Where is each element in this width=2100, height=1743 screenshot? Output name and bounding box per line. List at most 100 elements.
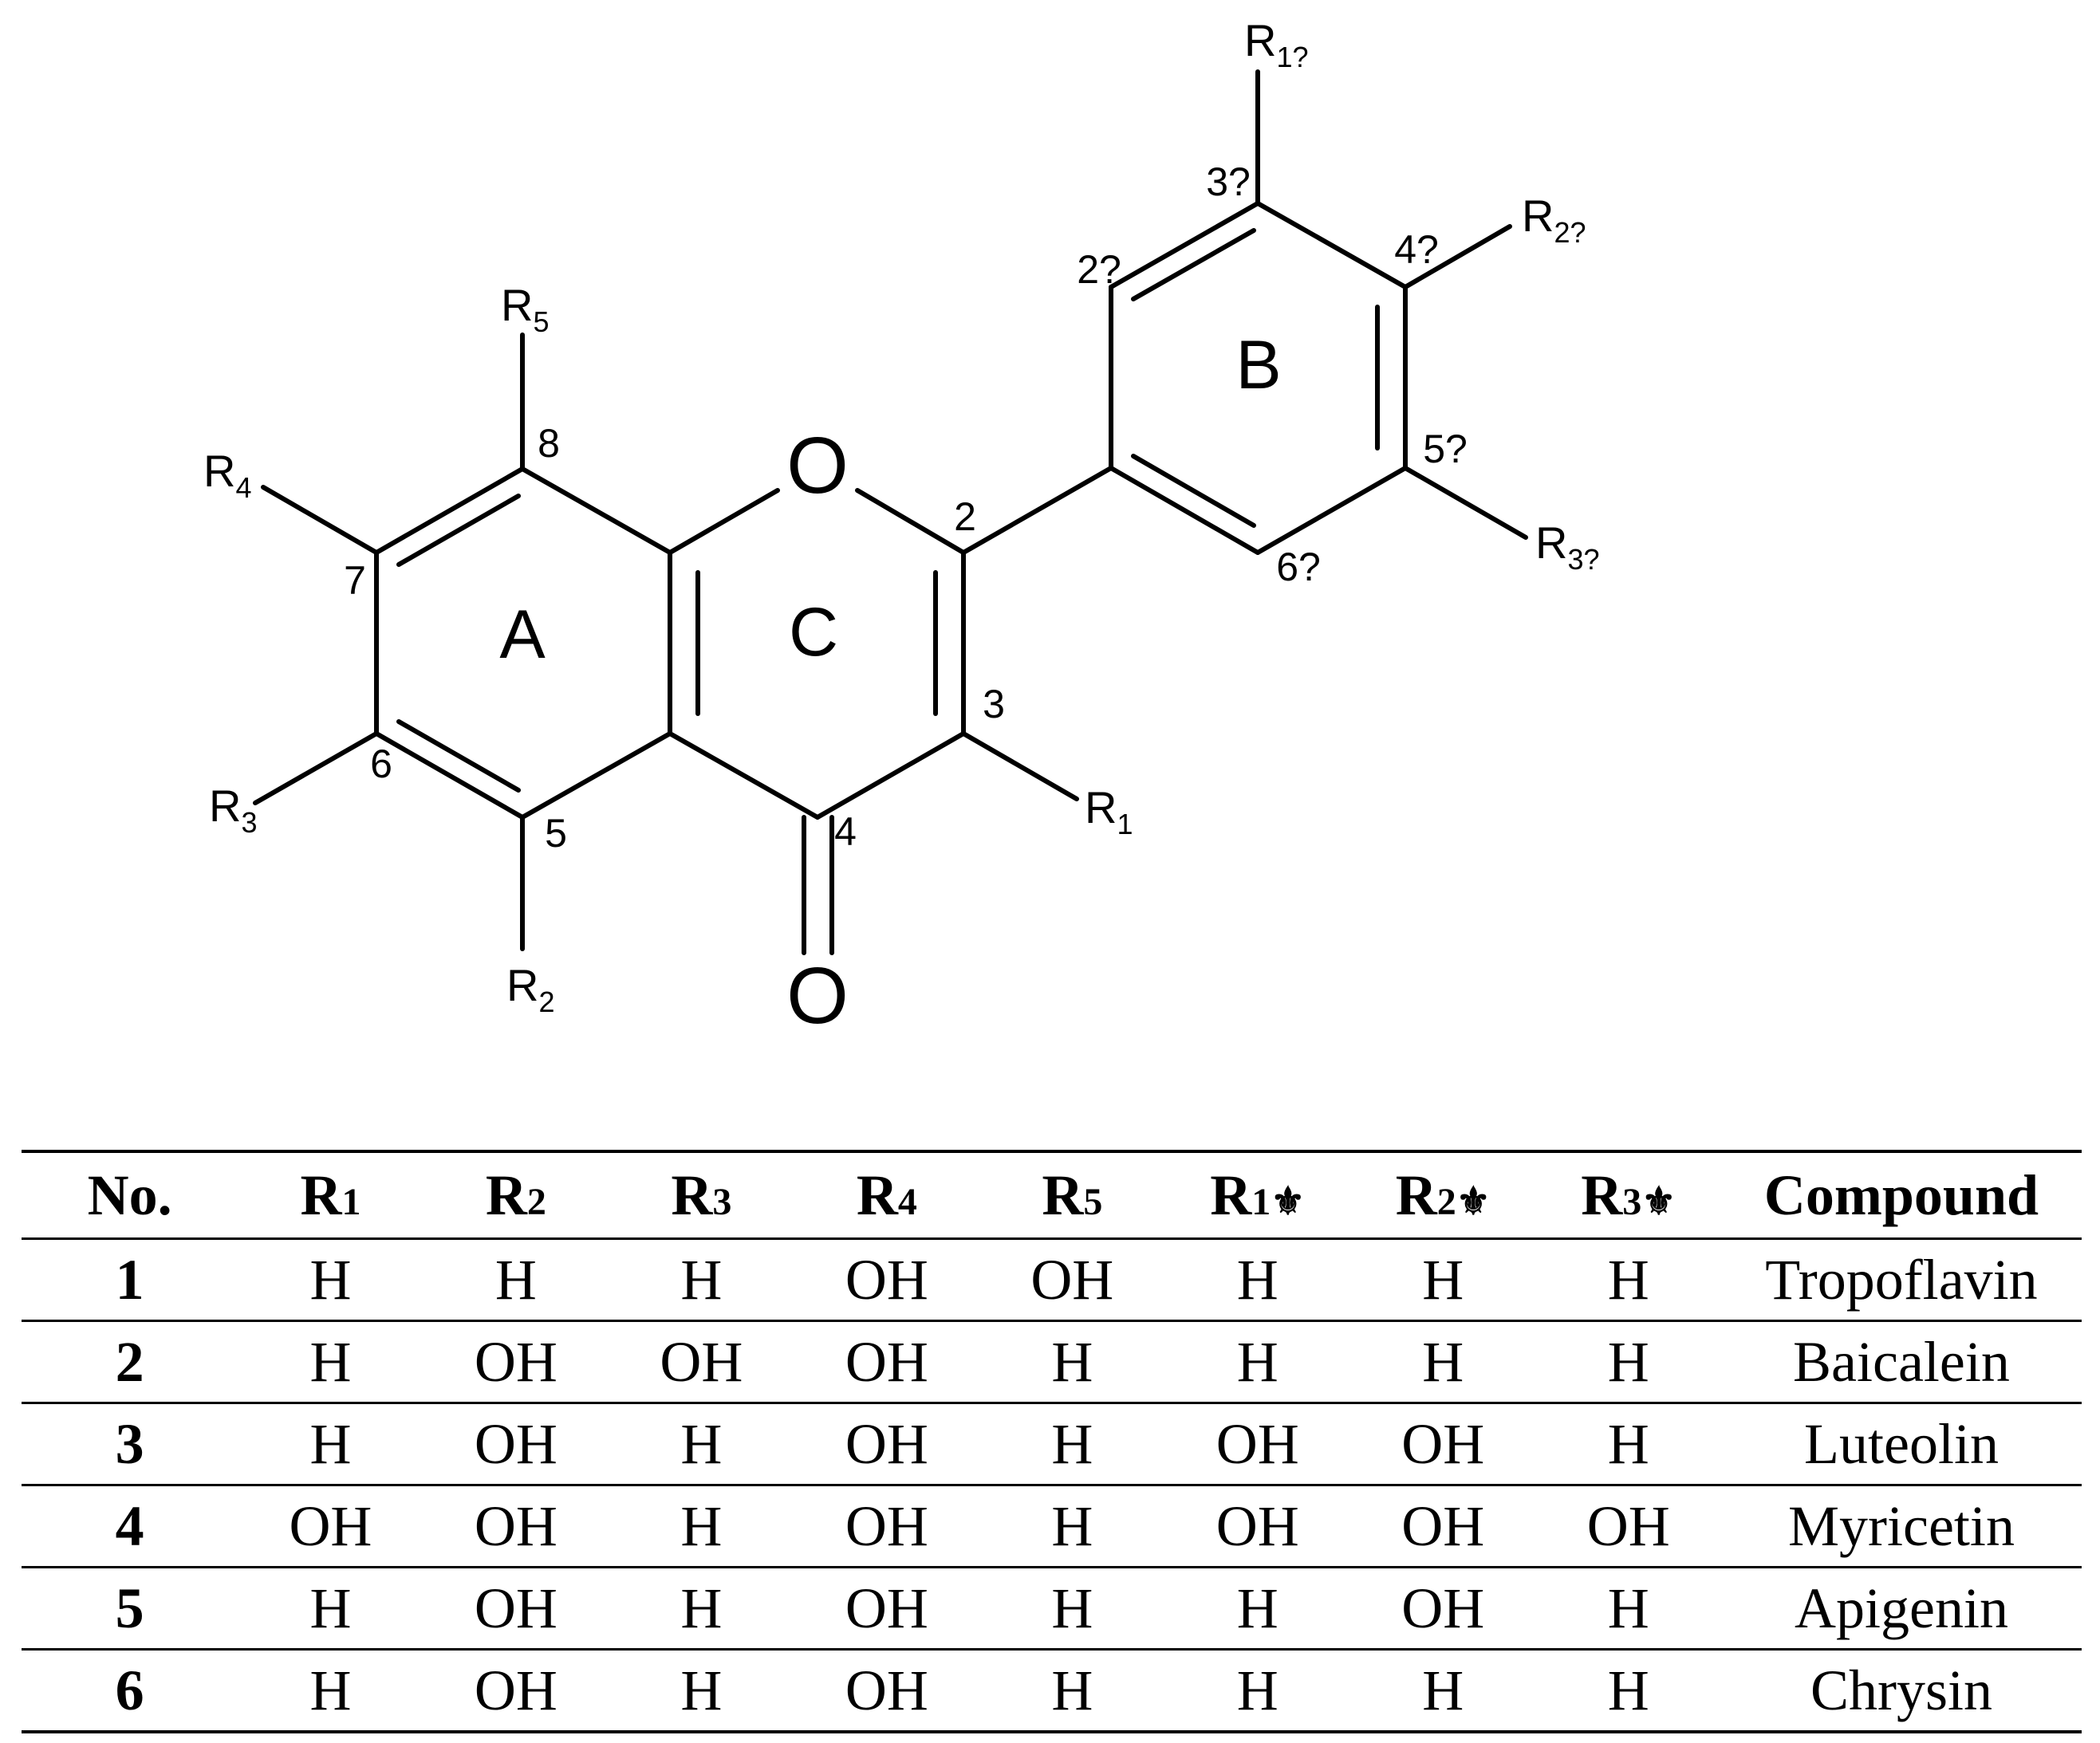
header-compound: Compound	[1763, 1163, 2039, 1227]
position-2p: 2?	[1077, 247, 1121, 292]
bond-3-R1	[961, 731, 1079, 801]
header-r4: R4	[856, 1163, 917, 1227]
bond-4-4a	[668, 731, 820, 820]
cell-compound: Myricetin	[1788, 1493, 2015, 1558]
bond-3p-4p	[1255, 201, 1408, 289]
bond-5p-6p	[1255, 466, 1408, 555]
bond-5p-R3p	[1403, 466, 1528, 540]
cell-r3: H	[680, 1658, 723, 1722]
cell-r1p: H	[1236, 1576, 1279, 1640]
header-r1: R1	[300, 1163, 361, 1227]
substituent-r1: R1	[1085, 782, 1133, 840]
cell-r3: H	[680, 1493, 723, 1558]
cell-r3: H	[680, 1247, 723, 1312]
cell-r4: OH	[845, 1411, 928, 1476]
bond-3-4	[815, 731, 966, 820]
cell-r5: H	[1051, 1493, 1093, 1558]
bond-6p-1p-inner	[1131, 454, 1256, 528]
ring-c-label: C	[789, 594, 838, 671]
compound-table: No. R1 R2 R3 R4 R5 R1⚜ R2⚜ R3⚜ Compound …	[22, 1150, 2082, 1733]
cell-r2: OH	[474, 1658, 558, 1722]
position-4p: 4?	[1394, 227, 1439, 272]
cell-r2: OH	[474, 1493, 558, 1558]
cell-r3: OH	[660, 1329, 743, 1394]
bond-5-4a	[520, 731, 672, 820]
cell-r4: OH	[845, 1576, 928, 1640]
cell-r2: OH	[474, 1411, 558, 1476]
cell-r4: OH	[845, 1329, 928, 1394]
cell-r1: H	[309, 1411, 352, 1476]
substituent-r2: R2	[506, 960, 554, 1018]
cell-r2p: H	[1422, 1247, 1464, 1312]
cell-r5: H	[1051, 1576, 1093, 1640]
bond-8-7-inner	[396, 494, 521, 567]
bond-2-1p	[961, 466, 1113, 555]
cell-r1: OH	[289, 1493, 372, 1558]
cell-r2: OH	[474, 1329, 558, 1394]
table-row: 5 H OH H OH H H OH H Apigenin	[22, 1568, 2082, 1650]
table-row: 3 H OH H OH H OH OH H Luteolin	[22, 1403, 2082, 1485]
cell-r1p: H	[1236, 1247, 1279, 1312]
header-r2: R2	[485, 1163, 546, 1227]
compound-table-container: No. R1 R2 R3 R4 R5 R1⚜ R2⚜ R3⚜ Compound …	[22, 1150, 2082, 1733]
header-r3p: R3⚜	[1581, 1163, 1676, 1227]
cell-r5: H	[1051, 1329, 1093, 1394]
position-4: 4	[834, 809, 857, 854]
cell-r3p: H	[1607, 1576, 1649, 1640]
position-3: 3	[983, 682, 1005, 726]
bond-4p-R2p	[1403, 224, 1512, 289]
position-3p: 3?	[1206, 159, 1251, 204]
cell-r1p: H	[1236, 1329, 1279, 1394]
cell-r1p: OH	[1215, 1411, 1299, 1476]
cell-r3p: H	[1607, 1329, 1649, 1394]
bond-2p-3p-inner	[1131, 228, 1256, 301]
position-2: 2	[954, 494, 976, 539]
cell-r3: H	[680, 1576, 723, 1640]
substituent-r2p: R2?	[1522, 191, 1586, 249]
substituent-labels: R5 R4 R3 R2 R1 R1? R2? R3?	[203, 15, 1600, 1018]
cell-r1: H	[309, 1658, 352, 1722]
header-r2p: R2⚜	[1395, 1163, 1491, 1227]
cell-r3p: H	[1607, 1247, 1649, 1312]
table-row: 1 H H H OH OH H H H Tropoflavin	[22, 1239, 2082, 1321]
cell-no: 2	[115, 1329, 144, 1394]
bond-7-R4	[261, 485, 379, 555]
cell-r1p: H	[1236, 1658, 1279, 1722]
table-row: 6 H OH H OH H H H H Chrysin	[22, 1650, 2082, 1732]
cell-r3p: H	[1607, 1411, 1649, 1476]
ring-a-label: A	[499, 596, 546, 673]
cell-compound: Apigenin	[1794, 1576, 2008, 1640]
flavone-structure-diagram: O O A C B 2 3 4 5 6 7 8 2? 3? 4? 5? 6? R…	[203, 15, 1600, 1041]
substituent-r3: R3	[209, 781, 257, 839]
cell-no: 5	[115, 1576, 144, 1640]
bond-8a-O1	[668, 488, 780, 555]
position-7: 7	[344, 558, 366, 603]
bond-2p-3p	[1109, 201, 1260, 289]
table-row: 2 H OH OH OH H H H H Baicalein	[22, 1321, 2082, 1403]
cell-r1: H	[309, 1247, 352, 1312]
cell-r2p: OH	[1401, 1411, 1485, 1476]
cell-r2p: H	[1422, 1329, 1464, 1394]
cell-no: 3	[115, 1411, 144, 1476]
cell-r4: OH	[845, 1493, 928, 1558]
bond-8a-8	[520, 466, 672, 555]
cell-r5: H	[1051, 1411, 1093, 1476]
table-row: 4 OH OH H OH H OH OH OH Myricetin	[22, 1485, 2082, 1568]
header-r3: R3	[671, 1163, 732, 1227]
position-5p: 5?	[1423, 427, 1468, 471]
ring-oxygen-label: O	[786, 421, 849, 510]
substituent-r5: R5	[501, 280, 549, 338]
bond-6-R3	[253, 731, 379, 805]
cell-r2: OH	[474, 1576, 558, 1640]
cell-r2: H	[494, 1247, 537, 1312]
ring-b-label: B	[1235, 327, 1281, 403]
cell-compound: Chrysin	[1810, 1658, 1992, 1722]
cell-r3: H	[680, 1411, 723, 1476]
position-6: 6	[370, 742, 392, 786]
bond-6-5	[374, 731, 525, 820]
bond-O1-2	[855, 488, 966, 555]
substituent-r3p: R3?	[1535, 517, 1600, 576]
cell-r3p: H	[1607, 1658, 1649, 1722]
cell-r2p: H	[1422, 1658, 1464, 1722]
cell-r1: H	[309, 1329, 352, 1394]
